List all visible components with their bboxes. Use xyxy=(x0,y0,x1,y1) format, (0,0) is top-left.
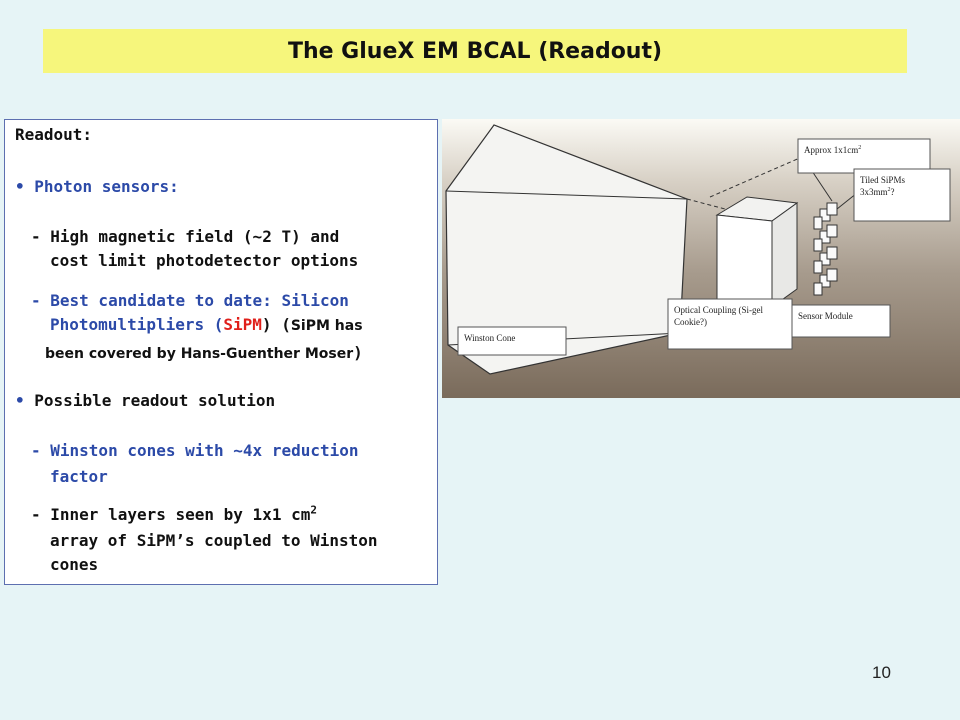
svg-text:3x3mm2?: 3x3mm2? xyxy=(860,187,895,197)
item-magnetic-field-line2: cost limit photodetector options xyxy=(50,251,359,270)
bullet-photon-sensors: • Photon sensors: xyxy=(15,177,179,196)
label-tiled-sipms: Tiled SiPMs 3x3mm2? xyxy=(853,168,951,222)
item-inner-layers-line2: array of SiPM’s coupled to Winston xyxy=(50,531,378,550)
bullet-possible-readout: • Possible readout solution xyxy=(15,391,276,410)
label-approx-1x1cm2: Approx 1x1cm2 xyxy=(797,138,931,174)
title-bar: The GlueX EM BCAL (Readout) xyxy=(43,29,907,73)
item-magnetic-field-line1: - High magnetic field (~2 T) and xyxy=(31,227,340,246)
item-best-candidate-line3: been covered by Hans-Guenther Moser) xyxy=(45,343,363,362)
svg-text:Cookie?): Cookie?) xyxy=(674,317,707,327)
item-winston-cones-line1: - Winston cones with ~4x reduction xyxy=(31,441,359,460)
label-sensor-module: Sensor Module xyxy=(791,304,891,338)
svg-text:Winston Cone: Winston Cone xyxy=(464,333,515,343)
content-box: Readout: • Photon sensors: - High magnet… xyxy=(4,119,438,585)
readout-heading: Readout: xyxy=(15,125,93,144)
cube-side-face xyxy=(771,202,798,308)
coupling-dashed-line xyxy=(686,198,726,210)
slide-title: The GlueX EM BCAL (Readout) xyxy=(287,38,663,64)
svg-text:Optical Coupling (Si-gel: Optical Coupling (Si-gel xyxy=(674,305,763,315)
readout-diagram: Approx 1x1cm2 Tiled SiPMs 3x3mm2? Optica… xyxy=(442,119,960,398)
bullet-dot-icon: • xyxy=(15,391,25,410)
svg-text:Sensor Module: Sensor Module xyxy=(798,311,853,321)
diagram-svg: Approx 1x1cm2 Tiled SiPMs 3x3mm2? Optica… xyxy=(445,124,951,375)
item-best-candidate-line1: - Best candidate to date: Silicon xyxy=(31,291,349,310)
tiled-sipm-array xyxy=(813,202,838,296)
item-inner-layers-line3: cones xyxy=(50,555,99,574)
page-number: 10 xyxy=(872,663,891,682)
item-winston-cones-line2: factor xyxy=(50,467,108,486)
cube-front-face xyxy=(716,214,773,308)
svg-text:Approx 1x1cm2: Approx 1x1cm2 xyxy=(804,145,861,155)
label-optical-coupling: Optical Coupling (Si-gel Cookie?) xyxy=(667,298,793,350)
svg-text:Tiled SiPMs: Tiled SiPMs xyxy=(860,175,905,185)
item-best-candidate-line2: Photomultipliers (SiPM) (SiPM has xyxy=(50,315,363,334)
item-inner-layers-line1: - Inner layers seen by 1x1 cm2 xyxy=(31,503,317,524)
label-winston-cone: Winston Cone xyxy=(457,326,567,356)
sipm-highlight: SiPM xyxy=(223,315,262,334)
winston-cone-edge xyxy=(445,190,688,200)
bullet-dot-icon: • xyxy=(15,177,25,196)
coupling-dashed-line xyxy=(709,156,803,198)
